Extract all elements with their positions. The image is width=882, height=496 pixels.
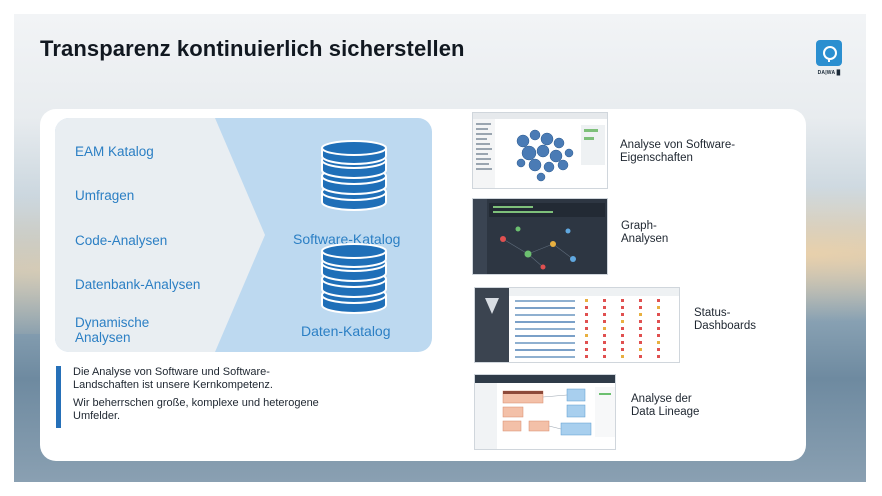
status-indicator — [603, 348, 606, 351]
status-indicator — [621, 334, 624, 337]
status-indicator — [585, 334, 588, 337]
status-indicator — [585, 348, 588, 351]
status-row-link — [515, 307, 575, 309]
status-indicator — [621, 299, 624, 302]
status-indicator — [621, 355, 624, 358]
status-indicator — [639, 327, 642, 330]
status-indicator — [657, 299, 660, 302]
status-indicator — [657, 313, 660, 316]
status-indicator — [621, 348, 624, 351]
status-indicator — [639, 341, 642, 344]
analysis-label-data-lineage: Analyse der Data Lineage — [631, 393, 700, 418]
logo-wordmark: DA|WA █ — [817, 70, 841, 76]
status-table-image — [475, 288, 679, 362]
status-indicator — [621, 320, 624, 323]
slide-title: Transparenz kontinuierlich sicherstellen — [40, 36, 465, 61]
status-indicator — [603, 306, 606, 309]
status-indicator — [621, 306, 624, 309]
status-indicator — [639, 320, 642, 323]
status-table-screenshot — [474, 287, 680, 363]
network-bubble-image — [473, 113, 607, 188]
status-row-link — [515, 314, 575, 316]
logo-icon — [816, 40, 842, 66]
status-row-link — [515, 328, 575, 330]
status-indicator — [639, 334, 642, 337]
status-indicator — [621, 341, 624, 344]
key-message-line-2: Wir beherrschen große, komplexe und hete… — [73, 397, 319, 422]
status-indicator — [585, 313, 588, 316]
source-datenbank-analysen: Datenbank-Analysen — [75, 277, 201, 292]
analysis-label-graph: Graph- Analysen — [621, 220, 669, 245]
data-database-icon — [321, 243, 387, 314]
status-indicator — [639, 348, 642, 351]
catalog-panel: EAM Katalog Umfragen Code-Analysen Daten… — [55, 118, 432, 352]
company-logo: DA|WA █ — [814, 40, 844, 76]
status-indicator — [585, 355, 588, 358]
status-indicator — [585, 299, 588, 302]
network-bubble-screenshot — [472, 112, 608, 189]
sources-chevron — [55, 118, 265, 352]
status-indicator — [657, 334, 660, 337]
status-row-link — [515, 321, 575, 323]
analysis-label-software-eigenschaften: Analyse von Software- Eigenschaften — [620, 139, 736, 164]
software-database-icon — [321, 140, 387, 211]
status-indicator — [639, 313, 642, 316]
status-indicator — [603, 327, 606, 330]
status-indicator — [621, 313, 624, 316]
graph-dashboard-image — [473, 199, 607, 274]
status-indicator — [585, 341, 588, 344]
key-message: Die Analyse von Software und Software-La… — [56, 366, 326, 428]
status-indicator — [639, 306, 642, 309]
status-indicator — [603, 299, 606, 302]
status-indicator — [657, 327, 660, 330]
status-indicator — [657, 320, 660, 323]
slide: Transparenz kontinuierlich sicherstellen… — [14, 14, 866, 482]
status-indicator — [621, 327, 624, 330]
status-indicator — [603, 341, 606, 344]
status-row-link — [515, 342, 575, 344]
lineage-diagram-image — [475, 375, 615, 449]
source-umfragen: Umfragen — [75, 188, 135, 203]
status-indicator — [603, 313, 606, 316]
status-indicator — [657, 306, 660, 309]
lineage-diagram-screenshot — [474, 374, 616, 450]
status-indicator — [603, 355, 606, 358]
status-indicator — [657, 341, 660, 344]
status-row-link — [515, 356, 575, 358]
status-row-link — [515, 300, 575, 302]
status-indicator — [585, 327, 588, 330]
source-eam-katalog: EAM Katalog — [75, 144, 154, 159]
status-indicator — [603, 334, 606, 337]
source-code-analysen: Code-Analysen — [75, 233, 168, 248]
status-indicator — [657, 348, 660, 351]
status-indicator — [639, 299, 642, 302]
status-indicator — [585, 320, 588, 323]
status-indicator — [639, 355, 642, 358]
status-indicator — [603, 320, 606, 323]
status-row-link — [515, 335, 575, 337]
software-katalog-label: Software-Katalog — [293, 231, 401, 247]
status-indicator — [657, 355, 660, 358]
graph-dashboard-screenshot — [472, 198, 608, 275]
analysis-label-status: Status- Dashboards — [694, 307, 757, 332]
daten-katalog-label: Daten-Katalog — [301, 323, 391, 339]
source-dynamische-analysen: Dynamische Analysen — [75, 315, 150, 345]
status-indicator — [585, 306, 588, 309]
key-message-line-1: Die Analyse von Software und Software-La… — [73, 366, 273, 391]
status-row-link — [515, 349, 575, 351]
